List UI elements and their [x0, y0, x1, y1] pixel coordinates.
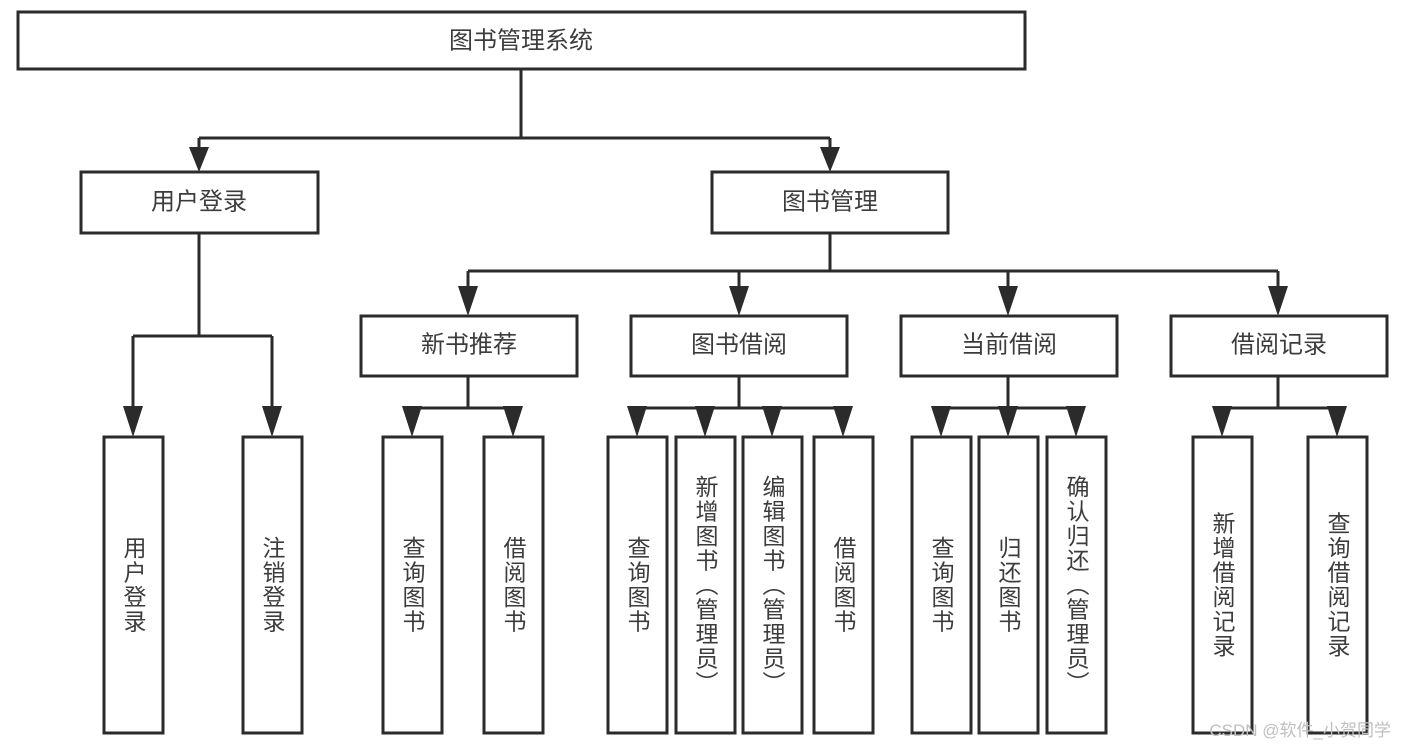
arrow-head-leaf-l1: [123, 406, 143, 437]
node-leaf-l13[interactable]: 查询借阅记录: [1306, 435, 1369, 735]
node-leaf-l4[interactable]: 借阅图书: [482, 435, 545, 735]
node-login-box[interactable]: [79, 170, 320, 235]
node-leaf-l8-box[interactable]: [812, 435, 875, 735]
node-leaf-l10[interactable]: 归还图书: [977, 435, 1040, 735]
arrow-head-leaf-l11: [1066, 406, 1086, 437]
node-leaf-l6-box[interactable]: [674, 435, 737, 735]
csdn-watermark: CSDN @软件_小贺同学: [1209, 721, 1391, 740]
arrow-head-leaf-l4: [503, 406, 523, 437]
node-borrow-record-box[interactable]: [1169, 314, 1389, 378]
arrow-head-leaf-l9: [931, 406, 951, 437]
node-leaf-l1-label: 用户登录: [120, 536, 147, 634]
node-login-label: 用户登录: [151, 188, 247, 215]
connector-layer: [123, 69, 1347, 437]
node-leaf-l10-label: 归还图书: [995, 536, 1022, 634]
node-leaf-l11[interactable]: 确认归还（管理员）: [1045, 435, 1108, 735]
node-leaf-l1[interactable]: 用户登录: [102, 435, 165, 735]
arrow-head-leaf-l7: [762, 406, 782, 437]
arrow-head-leaf-l5: [627, 406, 647, 437]
node-new-book[interactable]: 新书推荐: [359, 314, 579, 378]
node-leaf-l12-box[interactable]: [1191, 435, 1254, 735]
node-leaf-l4-label: 借阅图书: [500, 536, 527, 634]
node-leaf-l11-label: 确认归还（管理员）: [1063, 475, 1090, 696]
arrow-head-book-mgmt: [820, 147, 840, 172]
arrow-head-leaf-l2: [262, 406, 282, 437]
node-leaf-l2[interactable]: 注销登录: [241, 435, 304, 735]
node-root-box[interactable]: [16, 10, 1027, 71]
node-leaf-l1-box[interactable]: [102, 435, 165, 735]
node-borrow-record-label: 借阅记录: [1231, 331, 1327, 358]
node-borrow[interactable]: 图书借阅: [629, 314, 849, 378]
node-borrow-label: 图书借阅: [691, 331, 787, 358]
node-leaf-l10-box[interactable]: [977, 435, 1040, 735]
node-book-mgmt-label: 图书管理: [782, 188, 878, 215]
node-leaf-l5[interactable]: 查询图书: [606, 435, 669, 735]
node-leaf-l4-box[interactable]: [482, 435, 545, 735]
node-leaf-l7[interactable]: 编辑图书（管理员）: [741, 435, 804, 735]
node-leaf-l13-label: 查询借阅记录: [1324, 512, 1351, 659]
node-leaf-l13-box[interactable]: [1306, 435, 1369, 735]
node-leaf-l9-box[interactable]: [910, 435, 973, 735]
node-root[interactable]: 图书管理系统: [16, 10, 1027, 71]
node-book-mgmt[interactable]: 图书管理: [710, 170, 950, 235]
node-current-borrow-box[interactable]: [899, 314, 1119, 378]
node-borrow-box[interactable]: [629, 314, 849, 378]
node-leaf-l12[interactable]: 新增借阅记录: [1191, 435, 1254, 735]
node-leaf-l9-label: 查询图书: [928, 536, 955, 634]
node-new-book-box[interactable]: [359, 314, 579, 378]
node-leaf-l8[interactable]: 借阅图书: [812, 435, 875, 735]
node-leaf-l7-box[interactable]: [741, 435, 804, 735]
arrow-head-leaf-l10: [998, 406, 1018, 437]
node-current-borrow[interactable]: 当前借阅: [899, 314, 1119, 378]
arrow-head-leaf-l6: [695, 406, 715, 437]
arrow-head-leaf-l13: [1327, 406, 1347, 437]
node-borrow-record[interactable]: 借阅记录: [1169, 314, 1389, 378]
node-leaf-l6[interactable]: 新增图书（管理员）: [674, 435, 737, 735]
node-leaf-l2-label: 注销登录: [259, 536, 286, 634]
node-leaf-l2-box[interactable]: [241, 435, 304, 735]
arrow-head-borrow-record: [1268, 286, 1288, 316]
arrow-head-new-book: [458, 286, 478, 316]
node-leaf-l6-label: 新增图书（管理员）: [692, 475, 719, 696]
node-leaf-l8-label: 借阅图书: [830, 536, 857, 634]
node-leaf-l11-box[interactable]: [1045, 435, 1108, 735]
node-login[interactable]: 用户登录: [79, 170, 320, 235]
arrow-head-current-borrow: [998, 286, 1018, 316]
node-book-mgmt-box[interactable]: [710, 170, 950, 235]
node-root-label: 图书管理系统: [449, 27, 593, 54]
node-leaf-l5-label: 查询图书: [624, 536, 651, 634]
node-leaf-l3-box[interactable]: [381, 435, 444, 735]
node-leaf-l3-label: 查询图书: [399, 536, 426, 634]
arrow-head-leaf-l3: [402, 406, 422, 437]
arrow-head-leaf-l12: [1212, 406, 1232, 437]
node-leaf-l12-label: 新增借阅记录: [1209, 512, 1236, 659]
node-leaf-l3[interactable]: 查询图书: [381, 435, 444, 735]
arrow-head-leaf-l8: [833, 406, 853, 437]
node-leaf-l9[interactable]: 查询图书: [910, 435, 973, 735]
node-leaf-l7-label: 编辑图书（管理员）: [759, 475, 786, 696]
node-new-book-label: 新书推荐: [421, 331, 517, 358]
node-leaf-l5-box[interactable]: [606, 435, 669, 735]
arrow-head-login: [189, 147, 209, 172]
node-current-borrow-label: 当前借阅: [961, 331, 1057, 358]
arrow-head-borrow: [729, 286, 749, 316]
